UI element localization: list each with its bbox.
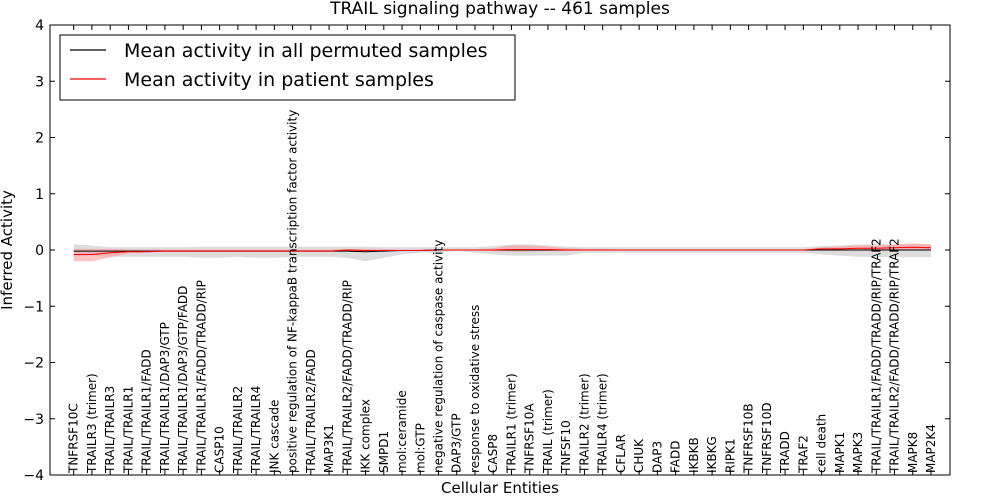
- x-tick-label: TNFRSF10B: [742, 403, 756, 474]
- x-tick-label: CFLAR: [614, 434, 628, 473]
- x-tick-label: TRAIL/TRAILR1/FADD/TRADD/RIP: [194, 280, 208, 474]
- y-tick-label: 0: [35, 243, 44, 259]
- x-tick-label: MAPK3: [851, 432, 865, 473]
- x-tick-label: TRAIL/TRAILR2/FADD/TRADD/RIP/TRAF2: [888, 238, 902, 474]
- x-tick-label: negative regulation of caspase activity: [432, 240, 446, 473]
- x-tick-label: TRAILR1 (trimer): [505, 373, 519, 474]
- legend-label-permuted: Mean activity in all permuted samples: [124, 40, 487, 62]
- x-tick-label: mol:GTP: [413, 423, 427, 473]
- x-tick-label: TNFRSF10C: [67, 403, 81, 474]
- x-tick-label: TRAIL/TRAILR1/DAP3/GTP: [158, 322, 172, 474]
- x-tick-label: DAP3/GTP: [450, 413, 464, 473]
- x-tick-label: positive regulation of NF-kappaB transcr…: [286, 110, 300, 473]
- x-tick-label: TRAF2: [796, 435, 810, 474]
- x-tick-label: TRAIL/TRAILR1/DAP3/GTP/FADD: [176, 286, 190, 474]
- x-tick-label: RIPK1: [723, 438, 737, 473]
- legend: Mean activity in all permuted samples Me…: [59, 34, 516, 101]
- y-axis-title: Inferred Activity: [0, 190, 16, 310]
- legend-box: [59, 34, 516, 101]
- legend-label-patient: Mean activity in patient samples: [124, 69, 434, 91]
- x-tick-label: cell death: [815, 414, 829, 473]
- x-tick-label: mol:ceramide: [395, 390, 409, 473]
- x-tick-label: CHUK: [632, 438, 646, 473]
- x-tick-label: IKK complex: [359, 399, 373, 473]
- x-tick-label: MAPK1: [833, 432, 847, 473]
- x-tick-label: TRAIL/TRAILR4: [249, 386, 263, 474]
- x-tick-label: SMPD1: [377, 431, 391, 473]
- series-line-1: [73, 246, 932, 255]
- x-tick-label: MAP2K4: [924, 424, 938, 473]
- x-tick-label: TRAIL/TRAILR3: [103, 386, 117, 474]
- x-tick-label: TRAIL (trimer): [541, 389, 555, 474]
- series-band-0: [73, 244, 931, 262]
- y-tick-label: −1: [23, 299, 44, 315]
- x-tick-label: TRAILR4 (trimer): [596, 373, 610, 474]
- chart-title: TRAIL signaling pathway -- 461 samples: [329, 0, 670, 19]
- y-tick-label: −2: [23, 356, 44, 372]
- x-tick-label: TNFRSF10D: [760, 402, 774, 474]
- y-tick-label: 1: [35, 187, 44, 203]
- y-tick-label: 2: [35, 131, 44, 147]
- x-tick-label: TRAIL/TRAILR2/FADD/TRADD/RIP: [340, 280, 354, 474]
- x-tick-label: TNFSF10: [559, 420, 573, 474]
- x-tick-label: CASP8: [486, 434, 500, 473]
- x-tick-label: IKBKG: [705, 436, 719, 473]
- y-tick-label: 3: [35, 74, 44, 90]
- x-tick-label: MAP3K1: [322, 424, 336, 473]
- x-tick-label: TRAIL/TRAILR2: [231, 386, 245, 474]
- x-tick-label: TRAIL/TRAILR1/FADD/TRADD/RIP/TRAF2: [869, 238, 883, 474]
- x-tick-label: FADD: [669, 441, 683, 474]
- x-tick-label: response to oxidative stress: [468, 305, 482, 473]
- x-tick-label: TRAIL/TRAILR1/FADD: [140, 349, 154, 474]
- x-tick-label: DAP3: [650, 441, 664, 473]
- y-tick-label: 4: [35, 18, 44, 34]
- x-tick-label: MAPK8: [906, 432, 920, 473]
- x-tick-label: CASP10: [213, 426, 227, 473]
- x-tick-label: TRAILR3 (trimer): [85, 373, 99, 474]
- x-tick-label: TRAIL/TRAILR1: [121, 386, 135, 474]
- x-tick-label: TRAIL/TRAILR2/FADD: [304, 349, 318, 474]
- plot-area: [73, 243, 932, 262]
- y-axis: −4 −3 −2 −1 0 1 2 3 4: [23, 18, 950, 484]
- y-tick-label: −4: [23, 468, 44, 484]
- x-tick-label: JNK cascade: [267, 400, 281, 474]
- y-tick-label: −3: [23, 412, 44, 428]
- x-tick-label: TNFRSF10A: [523, 403, 537, 474]
- x-axis-title: Cellular Entities: [441, 479, 559, 497]
- x-tick-label: IKBKB: [687, 437, 701, 473]
- x-tick-label: TRADD: [778, 431, 792, 474]
- x-tick-label: TRAILR2 (trimer): [577, 373, 591, 474]
